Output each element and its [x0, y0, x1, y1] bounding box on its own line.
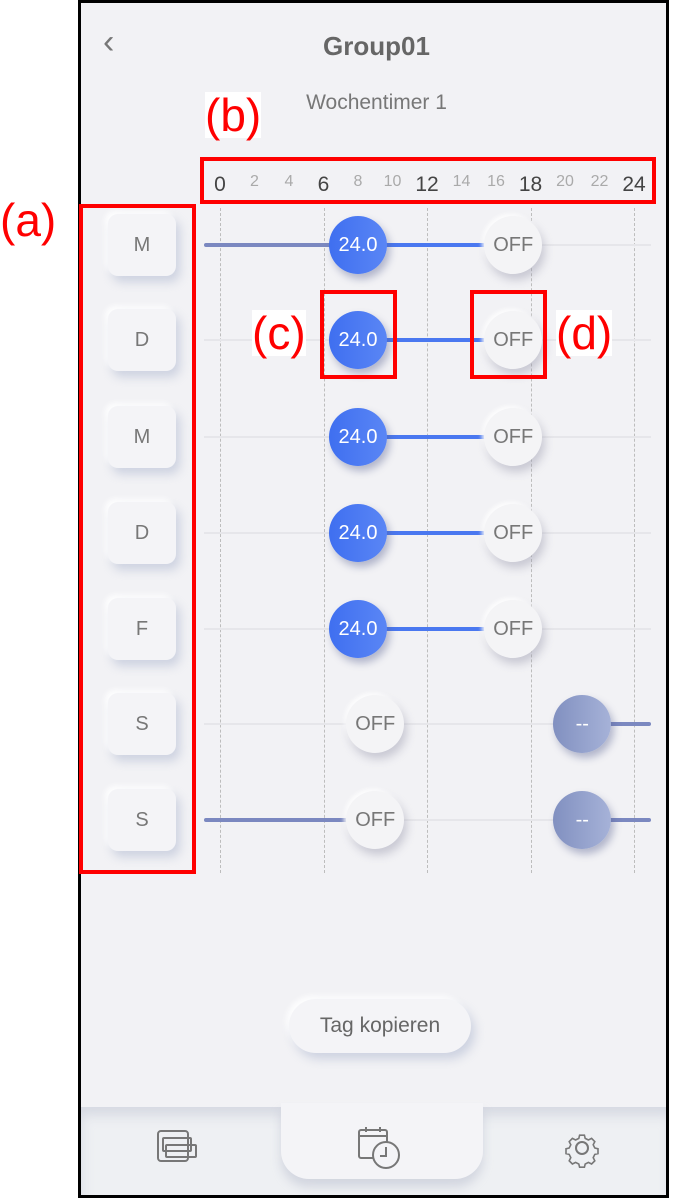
switch-point-on[interactable]: 24.0: [329, 600, 387, 658]
day-button[interactable]: D: [108, 309, 176, 371]
day-button[interactable]: M: [108, 406, 176, 468]
schedule-segment: [358, 243, 514, 247]
schedule-segment: [204, 243, 358, 247]
time-tick: 18: [518, 173, 543, 196]
annotation-c: (c): [252, 307, 306, 359]
schedule-segment: [204, 818, 376, 822]
time-tick: 6: [317, 173, 330, 196]
switch-point-off[interactable]: OFF: [346, 695, 405, 753]
day-track: [204, 819, 651, 821]
day-button[interactable]: F: [108, 598, 176, 660]
switch-point-on[interactable]: 24.0: [329, 216, 387, 274]
schedule-segment: [358, 435, 514, 439]
switch-point-none[interactable]: --: [553, 695, 612, 753]
hour-gridline: [634, 208, 635, 873]
schedule-segment: [582, 818, 651, 822]
annotation-box-a: [79, 204, 196, 874]
hour-gridline: [427, 208, 428, 873]
time-tick: 2: [250, 173, 259, 190]
time-tick: 4: [284, 173, 294, 190]
switch-point-off[interactable]: OFF: [484, 504, 543, 562]
switch-point-off[interactable]: OFF: [484, 311, 543, 369]
day-button[interactable]: S: [108, 789, 176, 851]
schedule-segment: [582, 722, 651, 726]
schedule-segment: [358, 338, 514, 342]
switch-point-off[interactable]: OFF: [484, 408, 543, 466]
hour-gridline: [323, 208, 325, 873]
page-subtitle: Wochentimer 1: [306, 91, 447, 114]
annotation-a: (a): [0, 194, 57, 246]
devices-icon[interactable]: [153, 1123, 203, 1173]
annotation-b: (b): [205, 89, 262, 141]
time-tick: 12: [415, 173, 439, 196]
gear-icon[interactable]: [557, 1123, 607, 1173]
day-button[interactable]: M: [108, 214, 176, 276]
switch-point-off[interactable]: OFF: [484, 600, 543, 658]
day-button[interactable]: D: [108, 502, 176, 564]
annotation-box-c: [320, 290, 397, 379]
time-tick: 14: [452, 173, 471, 190]
switch-point-none[interactable]: --: [553, 791, 612, 849]
day-button[interactable]: S: [108, 693, 176, 755]
copy-day-button[interactable]: Tag kopieren: [289, 999, 471, 1053]
time-tick: 0: [214, 173, 226, 196]
time-tick: 8: [353, 173, 363, 190]
time-tick: 20: [556, 173, 574, 190]
switch-point-on[interactable]: 24.0: [329, 504, 387, 562]
annotation-box-b: [200, 157, 656, 204]
day-track: [204, 723, 651, 725]
time-tick: 16: [487, 173, 505, 190]
time-tick: 22: [590, 173, 609, 190]
switch-point-on[interactable]: 24.0: [329, 311, 387, 369]
calendar-clock-icon[interactable]: [355, 1123, 405, 1173]
schedule-segment: [358, 531, 514, 535]
hour-gridline: [220, 208, 221, 873]
time-tick: 24: [622, 173, 646, 196]
time-tick: 10: [383, 173, 402, 190]
switch-point-off[interactable]: OFF: [484, 216, 543, 274]
switch-point-off[interactable]: OFF: [346, 791, 405, 849]
annotation-d: (d): [556, 307, 613, 359]
page-title: Group01: [323, 31, 430, 61]
switch-point-on[interactable]: 24.0: [329, 408, 387, 466]
schedule-segment: [358, 627, 514, 631]
chevron-left-icon[interactable]: ‹: [103, 23, 115, 61]
annotation-box-d: [470, 290, 547, 379]
